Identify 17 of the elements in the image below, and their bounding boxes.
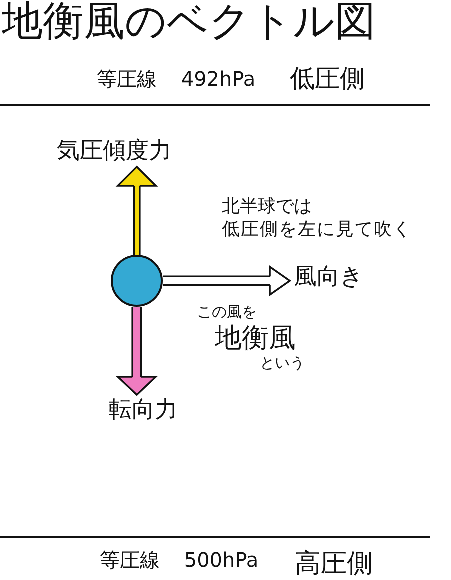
arrow (163, 266, 291, 296)
term-text: 地衡風 (215, 325, 296, 352)
side-label: 高圧側 (295, 551, 373, 577)
arrow (117, 307, 157, 396)
center-circle (111, 255, 163, 307)
side-label: 低圧側 (290, 66, 365, 91)
caption-text: という (260, 356, 305, 371)
title: 地衡風のベクトル図 (2, 1, 376, 42)
note-text: 北半球では (222, 198, 312, 216)
force-label: 気圧傾度力 (57, 140, 172, 163)
note-text: 低圧側を左に見て吹く (222, 221, 412, 239)
isobar-label: 等圧線 500hPa (100, 550, 259, 570)
isobar-label: 等圧線 492hPa (97, 69, 256, 89)
force-label: 転向力 (109, 399, 178, 422)
direction-label: 風向き (294, 266, 364, 289)
arrow (117, 166, 157, 255)
caption-text: この風を (197, 305, 257, 320)
